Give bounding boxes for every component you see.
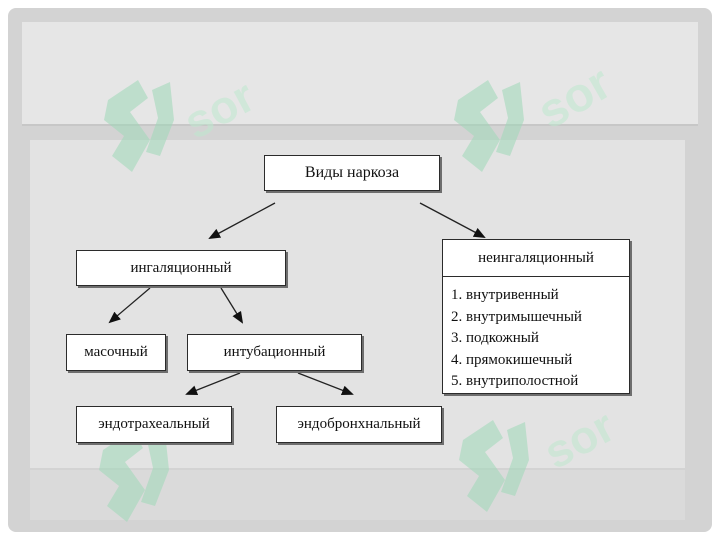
list-item: 3. подкожный: [451, 330, 539, 346]
noninhalation-title: неингаляционный: [443, 240, 629, 277]
watermark-logo-icon: [99, 430, 169, 522]
endobronchial-box: эндобронхнальный: [276, 406, 442, 443]
arrow-to-endotracheal: [185, 372, 241, 395]
arrow-to-endobronchial: [297, 372, 354, 396]
watermark-logo-icon: sor: [104, 69, 263, 172]
list-item: 5. внутриполостной: [451, 373, 579, 389]
list-item: 1. внутривенный: [451, 287, 559, 303]
endotracheal-box: эндотрахеальный: [76, 406, 232, 443]
noninhalation-box: неингаляционный 1. внутривенный 2. внутр…: [442, 239, 630, 394]
inhalation-box: ингаляционный: [76, 250, 286, 286]
list-item: 2. внутримышечный: [451, 308, 582, 325]
arrow-to-mask: [108, 287, 151, 324]
anesthesia-types-box: Виды наркоза: [264, 155, 440, 191]
watermark-logo-icon: sor: [459, 400, 623, 512]
list-item: 4. прямокишечный: [451, 351, 573, 368]
arrow-to-intubation: [220, 287, 244, 324]
slide-title-area: [22, 22, 698, 126]
intubation-box: интубационный: [187, 334, 362, 371]
watermark-logo-icon: sor: [454, 56, 620, 172]
arrow-to-noninhalation: [419, 202, 486, 238]
mask-box: масочный: [66, 334, 166, 371]
arrow-to-inhalation: [208, 202, 276, 239]
noninhalation-list: 1. внутривенный 2. внутримышечный 3. под…: [443, 277, 629, 393]
